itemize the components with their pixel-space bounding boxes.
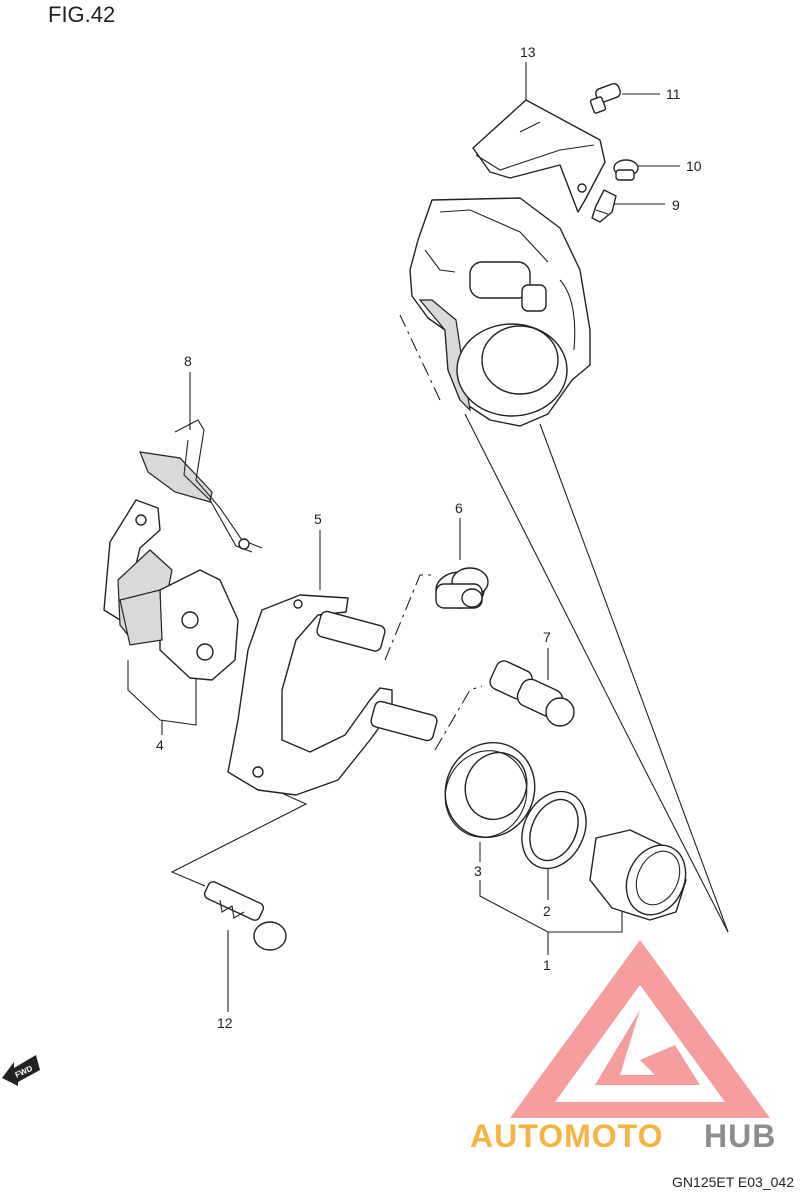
leader-lines <box>127 62 729 1012</box>
caliper-body <box>409 197 591 427</box>
fwd-arrow-icon: FWD <box>2 1055 40 1086</box>
part-2-ring <box>521 790 587 870</box>
figure-title: FIG.42 <box>48 2 116 27</box>
watermark-logo <box>510 940 770 1118</box>
callout-9: 9 <box>672 197 680 213</box>
part-11-screw <box>589 83 621 114</box>
part-5-bracket <box>227 594 438 796</box>
callout-12: 12 <box>217 1015 233 1031</box>
callout-labels: 13 11 10 9 8 5 6 7 4 3 2 1 12 <box>156 44 702 1031</box>
part-7-pin <box>489 660 575 727</box>
callout-2: 2 <box>543 903 551 919</box>
callout-3: 3 <box>474 863 482 879</box>
callout-1: 1 <box>543 957 551 973</box>
callout-7: 7 <box>543 629 551 645</box>
callout-6: 6 <box>455 500 463 516</box>
callout-11: 11 <box>666 86 681 102</box>
callout-10: 10 <box>686 158 702 174</box>
callout-8: 8 <box>184 353 192 369</box>
part-1-piston <box>589 829 687 921</box>
part-10-cap <box>613 159 639 181</box>
part-12-bolt <box>203 881 287 951</box>
part-3-seal <box>444 741 536 839</box>
diagram-code: GN125ET E03_042 <box>672 1174 794 1190</box>
callout-13: 13 <box>520 44 536 60</box>
callout-4: 4 <box>156 737 164 753</box>
watermark-text: AUTOMOTO HUB <box>470 1118 776 1154</box>
callout-5: 5 <box>314 511 322 527</box>
watermark-part1: AUTOMOTO <box>470 1118 663 1154</box>
part-8-spring <box>139 419 263 553</box>
watermark-part2: HUB <box>704 1118 776 1154</box>
part-9-bleeder <box>591 189 617 223</box>
part-13-plate <box>472 99 606 213</box>
part-6-boot <box>435 567 489 609</box>
part-4-pads <box>103 499 239 681</box>
